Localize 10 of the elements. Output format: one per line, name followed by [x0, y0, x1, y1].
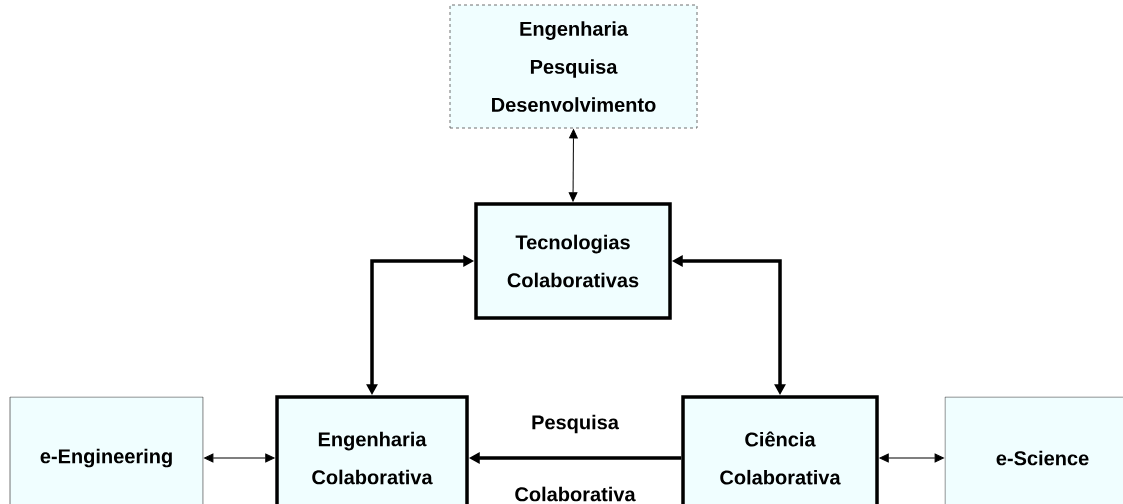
side-box: e-Science [944, 396, 1123, 504]
process-box: Tecnologias Colaborativas [474, 202, 672, 320]
dashed-box: Engenharia Pesquisa Desenvolvimento [449, 4, 698, 129]
process-box: Engenharia Colaborativa [275, 395, 469, 504]
arrow [204, 453, 275, 463]
side-box: e-Engineering [9, 396, 204, 504]
arrow [879, 453, 944, 463]
arrow [568, 129, 578, 202]
edge-label: Pesquisa Colaborativa [515, 414, 636, 502]
process-box: Ciência Colaborativa [681, 395, 879, 504]
